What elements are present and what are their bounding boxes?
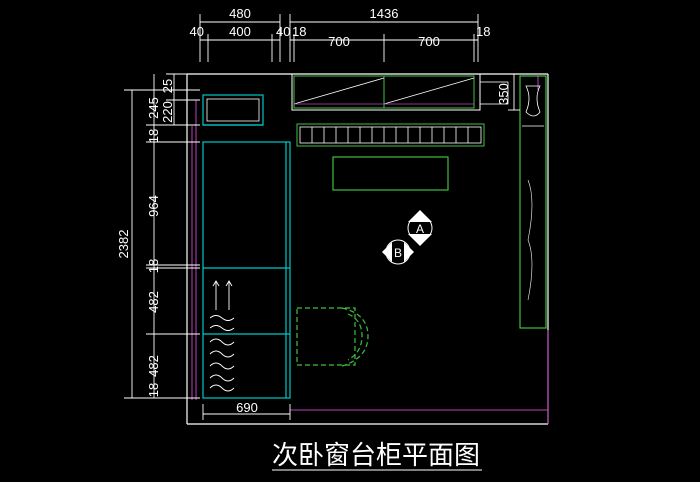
dim-350: 350 — [496, 83, 511, 105]
dim-690: 690 — [236, 400, 258, 415]
dim-482a: 482 — [146, 291, 161, 313]
marker-b-label: B — [394, 246, 402, 260]
top-dimension-lines — [199, 14, 479, 62]
dim-700a: 700 — [328, 34, 350, 49]
dim-25: 25 — [160, 79, 175, 93]
dim-18-mid: 18 — [146, 259, 161, 273]
dim-480: 480 — [229, 6, 251, 21]
dim-964: 964 — [146, 195, 161, 217]
dim-left-40a: 40 — [190, 24, 204, 39]
dim-2382: 2382 — [116, 230, 131, 259]
left-dimension-lines — [124, 73, 200, 399]
window-cabinet — [291, 73, 509, 111]
bottom-dimension-lines — [202, 404, 291, 420]
wardrobe-cabinet — [202, 94, 291, 399]
bed — [519, 75, 547, 329]
dim-220: 220 — [160, 101, 175, 123]
dim-18a: 18 — [292, 24, 306, 39]
right-dimension-lines — [508, 73, 520, 111]
dim-left-40b: 40 — [276, 24, 290, 39]
wall-accents — [191, 74, 549, 424]
dim-1436: 1436 — [370, 6, 399, 21]
drawing-title: 次卧窗台柜平面图 — [272, 441, 480, 471]
desk-top — [332, 156, 449, 191]
hanger-icons — [209, 280, 235, 392]
marker-a-label: A — [416, 222, 424, 236]
view-marker-b: B — [382, 239, 414, 265]
view-marker-a: A — [407, 210, 433, 246]
dim-700b: 700 — [418, 34, 440, 49]
chair — [296, 307, 369, 367]
dim-18-bottom: 18 — [146, 383, 161, 397]
desk-drawer-row — [296, 123, 485, 147]
dim-18-top: 18 — [146, 129, 161, 143]
dim-400: 400 — [229, 24, 251, 39]
dim-18b: 18 — [476, 24, 490, 39]
dim-482b: 482 — [146, 355, 161, 377]
dim-245: 245 — [146, 97, 161, 119]
